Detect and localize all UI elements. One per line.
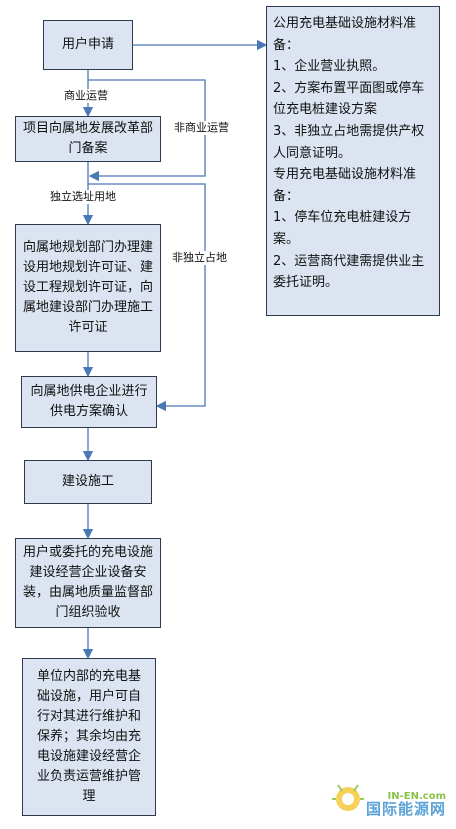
box-power-supply-confirm: 向属地供电企业进行供电方案确认 [21,376,157,428]
label-non-commercial: 非商业运营 [172,121,231,135]
materials-private-title: 专用充电基础设施材料准备： [273,167,417,204]
box-user-apply: 用户申请 [43,20,133,70]
materials-private-item: 2、运营商代建需提供业主委托证明。 [273,253,425,291]
label-commercial: 商业运营 [62,89,110,103]
materials-public-item: 3、非独立占地需提供产权人同意证明。 [273,123,425,161]
box-planning-permit: 向属地规划部门办理建设用地规划许可证、建设工程规划许可证，向属地建设部门办理施工… [15,224,161,352]
materials-public-title: 公用充电基础设施材料准备： [273,16,417,53]
label-non-independent: 非独立占地 [170,251,229,265]
watermark-logo-icon [332,784,364,811]
watermark-site: IN-EN.com [387,791,446,802]
box-operation-maintenance: 单位内部的充电基础设施，用户可自行对其进行维护和保养；其余均由充电设施建设经营企… [22,658,156,816]
label-independent-site: 独立选址用地 [48,190,118,204]
materials-public-item: 1、企业营业执照。 [273,59,386,75]
box-construction: 建设施工 [24,460,152,504]
materials-public-item: 2、方案布置平面图或停车位充电桩建设方案 [273,80,425,118]
watermark-name: 国际能源网 [365,800,446,818]
box-project-record: 项目向属地发展改革部门备案 [15,116,161,162]
box-materials: 公用充电基础设施材料准备： 1、企业营业执照。 2、方案布置平面图或停车位充电桩… [266,6,440,316]
box-install-acceptance: 用户或委托的充电设施建设经营企业设备安装，由属地质量监督部门组织验收 [15,538,161,628]
materials-private-item: 1、停车位充电桩建设方案。 [273,210,412,247]
arrow-non-independent [88,183,206,412]
